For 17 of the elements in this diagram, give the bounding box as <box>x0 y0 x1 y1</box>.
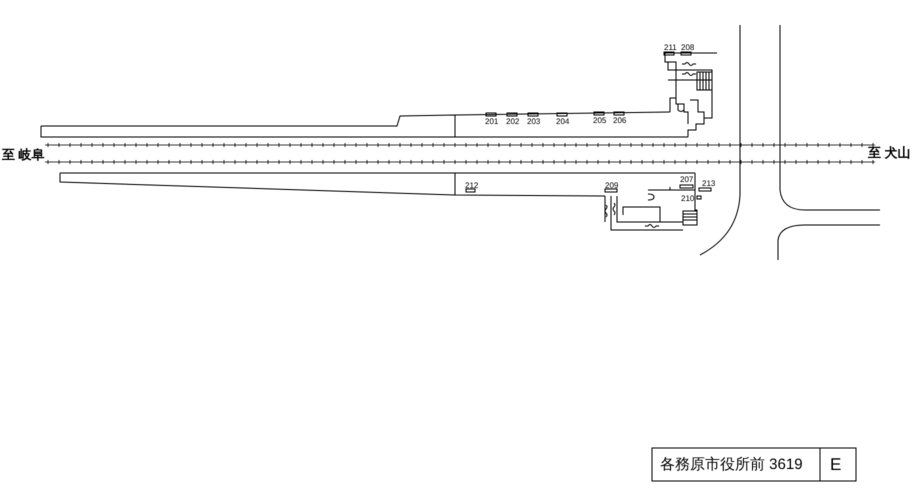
callout-number: 208 <box>681 44 694 52</box>
direction-label: 至 犬山 <box>868 146 911 159</box>
callout-number: 206 <box>613 117 626 125</box>
callout-number: 203 <box>527 118 540 126</box>
section-code: E <box>830 456 842 473</box>
callout-number: 202 <box>506 118 520 126</box>
callout-number: 201 <box>485 118 498 126</box>
callout-number: 211 <box>664 44 677 52</box>
callout-number: 210 <box>681 195 694 203</box>
callout-number: 213 <box>702 180 716 188</box>
direction-label: 至 岐阜 <box>2 148 45 161</box>
callout-number: 212 <box>465 182 478 190</box>
callout-number: 204 <box>556 118 570 126</box>
station-name: 各務原市役所前 3619 <box>660 457 803 472</box>
callout-number: 205 <box>593 117 606 125</box>
callout-number: 209 <box>605 182 618 190</box>
callout-number: 207 <box>680 176 694 184</box>
